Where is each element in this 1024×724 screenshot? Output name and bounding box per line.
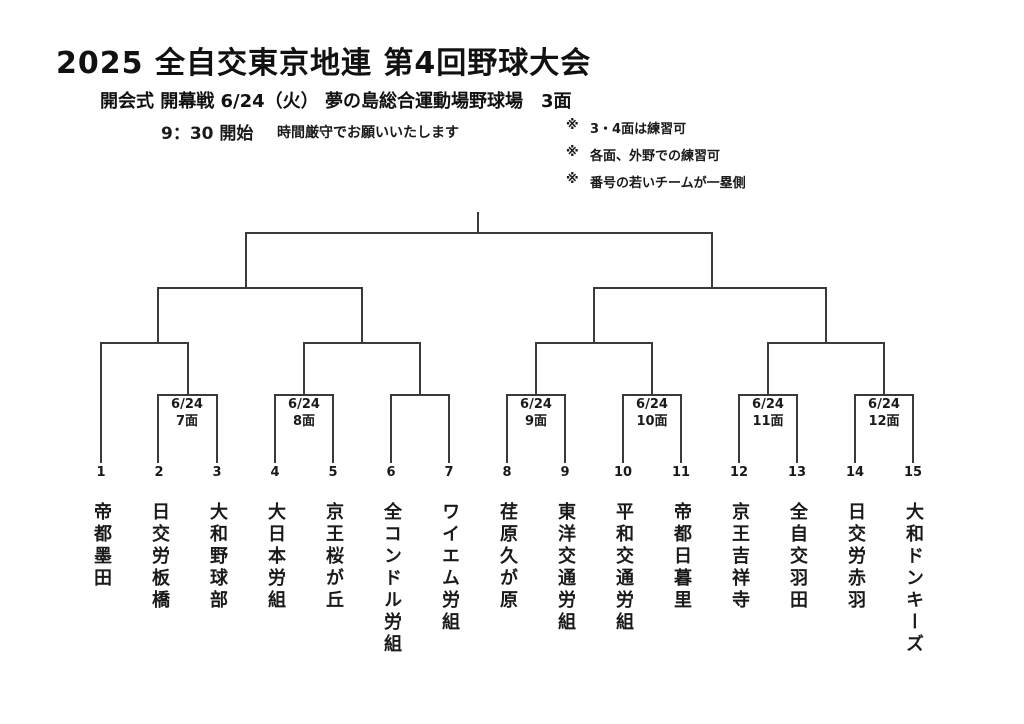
match-date: 6/24 (288, 397, 320, 412)
team-slot-1: 1 帝都墨田 (73, 465, 129, 594)
page-title: 2025 全自交東京地連 第4回野球大会 (56, 46, 592, 81)
team-slot-7: 7 ワイエム労組 (421, 465, 477, 638)
team-seed: 14 (845, 465, 865, 480)
team-seed: 11 (671, 465, 691, 480)
team-slot-3: 3 大和野球部 (189, 465, 245, 616)
match-label-field10: 6/24 10面 (622, 396, 682, 430)
team-seed: 5 (328, 465, 338, 480)
team-slot-14: 14 日交労赤羽 (827, 465, 883, 616)
team-slot-11: 11 帝都日暮里 (653, 465, 709, 616)
match-date: 6/24 (636, 397, 668, 412)
team-slot-2: 2 日交労板橋 (131, 465, 187, 616)
event-subtitle: 開会式 開幕戦 6/24（火） 夢の島総合運動場野球場 3面 (100, 91, 572, 112)
team-slot-9: 9 東洋交通労組 (537, 465, 593, 638)
team-name: 東洋交通労組 (555, 502, 576, 634)
team-seed: 3 (212, 465, 222, 480)
match-label-field11: 6/24 11面 (738, 396, 798, 430)
team-slot-10: 10 平和交通労組 (595, 465, 651, 638)
note-marker: ※ (566, 145, 579, 160)
match-field: 12面 (868, 414, 900, 429)
team-slot-15: 15 大和ドンキーズ (885, 465, 941, 660)
team-slot-8: 8 荏原久が原 (479, 465, 535, 616)
match-field: 9面 (524, 414, 548, 429)
team-name: 全コンドル労組 (381, 502, 402, 656)
match-date: 6/24 (171, 397, 203, 412)
team-name: 京王桜が丘 (323, 502, 344, 612)
match-field: 8面 (292, 414, 316, 429)
team-seed: 1 (96, 465, 106, 480)
team-name: 日交労板橋 (149, 502, 170, 612)
team-name: 帝都墨田 (91, 502, 112, 590)
match-date: 6/24 (868, 397, 900, 412)
match-label-field7: 6/24 7面 (157, 396, 217, 430)
team-name: 全自交羽田 (787, 502, 808, 612)
match-label-field12: 6/24 12面 (854, 396, 914, 430)
team-seed: 9 (560, 465, 570, 480)
team-slot-13: 13 全自交羽田 (769, 465, 825, 616)
team-name: 荏原久が原 (497, 502, 518, 612)
match-date: 6/24 (520, 397, 552, 412)
team-seed: 13 (787, 465, 807, 480)
note-text: 番号の若いチームが一塁側 (590, 176, 746, 191)
team-slot-5: 5 京王桜が丘 (305, 465, 361, 616)
team-seed: 8 (502, 465, 512, 480)
team-slot-6: 6 全コンドル労組 (363, 465, 419, 660)
match-field: 11面 (752, 414, 784, 429)
team-seed: 15 (903, 465, 923, 480)
start-time: 9：30 開始 (161, 124, 254, 144)
note-text: 各面、外野での練習可 (590, 149, 721, 164)
note-marker: ※ (566, 118, 579, 133)
team-name: 京王吉祥寺 (729, 502, 750, 612)
match-label-field8: 6/24 8面 (274, 396, 334, 430)
team-seed: 6 (386, 465, 396, 480)
match-date: 6/24 (752, 397, 784, 412)
team-name: ワイエム労組 (439, 502, 460, 634)
note-item: ※ 3・4面は練習可 (566, 118, 746, 137)
punctuality-note: 時間厳守でお願いいたします (277, 125, 459, 141)
team-slot-4: 4 大日本労組 (247, 465, 303, 616)
team-name: 平和交通労組 (613, 502, 634, 634)
notes-list: ※ 3・4面は練習可 ※ 各面、外野での練習可 ※ 番号の若いチームが一塁側 (566, 118, 746, 199)
team-slot-12: 12 京王吉祥寺 (711, 465, 767, 616)
match-label-field9: 6/24 9面 (506, 396, 566, 430)
team-seed: 12 (729, 465, 749, 480)
match-field: 10面 (636, 414, 668, 429)
note-item: ※ 各面、外野での練習可 (566, 145, 746, 164)
match-field: 7面 (175, 414, 199, 429)
team-seed: 7 (444, 465, 454, 480)
team-seed: 10 (613, 465, 633, 480)
team-name: 大日本労組 (265, 502, 286, 612)
note-item: ※ 番号の若いチームが一塁側 (566, 172, 746, 191)
team-seed: 2 (154, 465, 164, 480)
team-name: 大和野球部 (207, 502, 228, 612)
team-name: 日交労赤羽 (845, 502, 866, 612)
team-name: 大和ドンキーズ (903, 502, 924, 656)
note-marker: ※ (566, 172, 579, 187)
team-seed: 4 (270, 465, 280, 480)
team-name: 帝都日暮里 (671, 502, 692, 612)
note-text: 3・4面は練習可 (590, 122, 687, 137)
